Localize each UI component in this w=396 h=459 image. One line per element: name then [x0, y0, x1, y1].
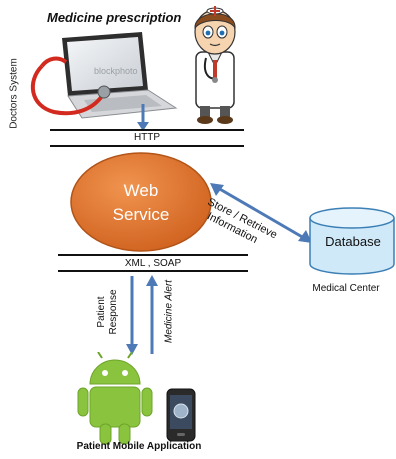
http-label: HTTP	[133, 132, 161, 143]
database-label: Database	[325, 234, 381, 249]
patient-response-line1: Patient	[96, 296, 107, 328]
medical-center-label: Medical Center	[312, 283, 380, 294]
xml-soap-label: XML , SOAP	[124, 258, 182, 269]
diagram-title: Medicine prescription	[47, 10, 182, 25]
patient-response-line2: Response	[108, 289, 119, 335]
patient-response-label: Patient Response	[96, 282, 120, 342]
xml-line-bottom	[58, 270, 248, 272]
http-line-top	[50, 129, 244, 131]
smartphone-icon	[166, 388, 196, 442]
patient-mobile-app-label: Patient Mobile Application	[76, 441, 202, 452]
medicine-alert-label: Medicine Alert	[163, 280, 175, 343]
android-robot-icon	[77, 352, 153, 445]
web-service-line2: Service	[112, 205, 170, 224]
medicine-alert-arrow	[146, 275, 158, 354]
doctors-to-http-arrow	[137, 104, 149, 131]
http-line-bottom	[50, 145, 244, 147]
patient-response-arrow	[126, 276, 138, 355]
xml-line-top	[58, 254, 248, 256]
web-service-node	[70, 152, 212, 252]
web-service-label: Web Service	[70, 179, 212, 227]
laptop-stethoscope-icon: blockphoto	[30, 32, 178, 119]
doctor-icon	[194, 6, 236, 124]
store-retrieve-arrow	[210, 183, 312, 243]
laptop-watermark: blockphoto	[94, 66, 138, 76]
web-service-line1: Web	[123, 181, 159, 200]
doctors-system-label: Doctors System	[8, 58, 20, 129]
database-icon	[309, 207, 395, 275]
